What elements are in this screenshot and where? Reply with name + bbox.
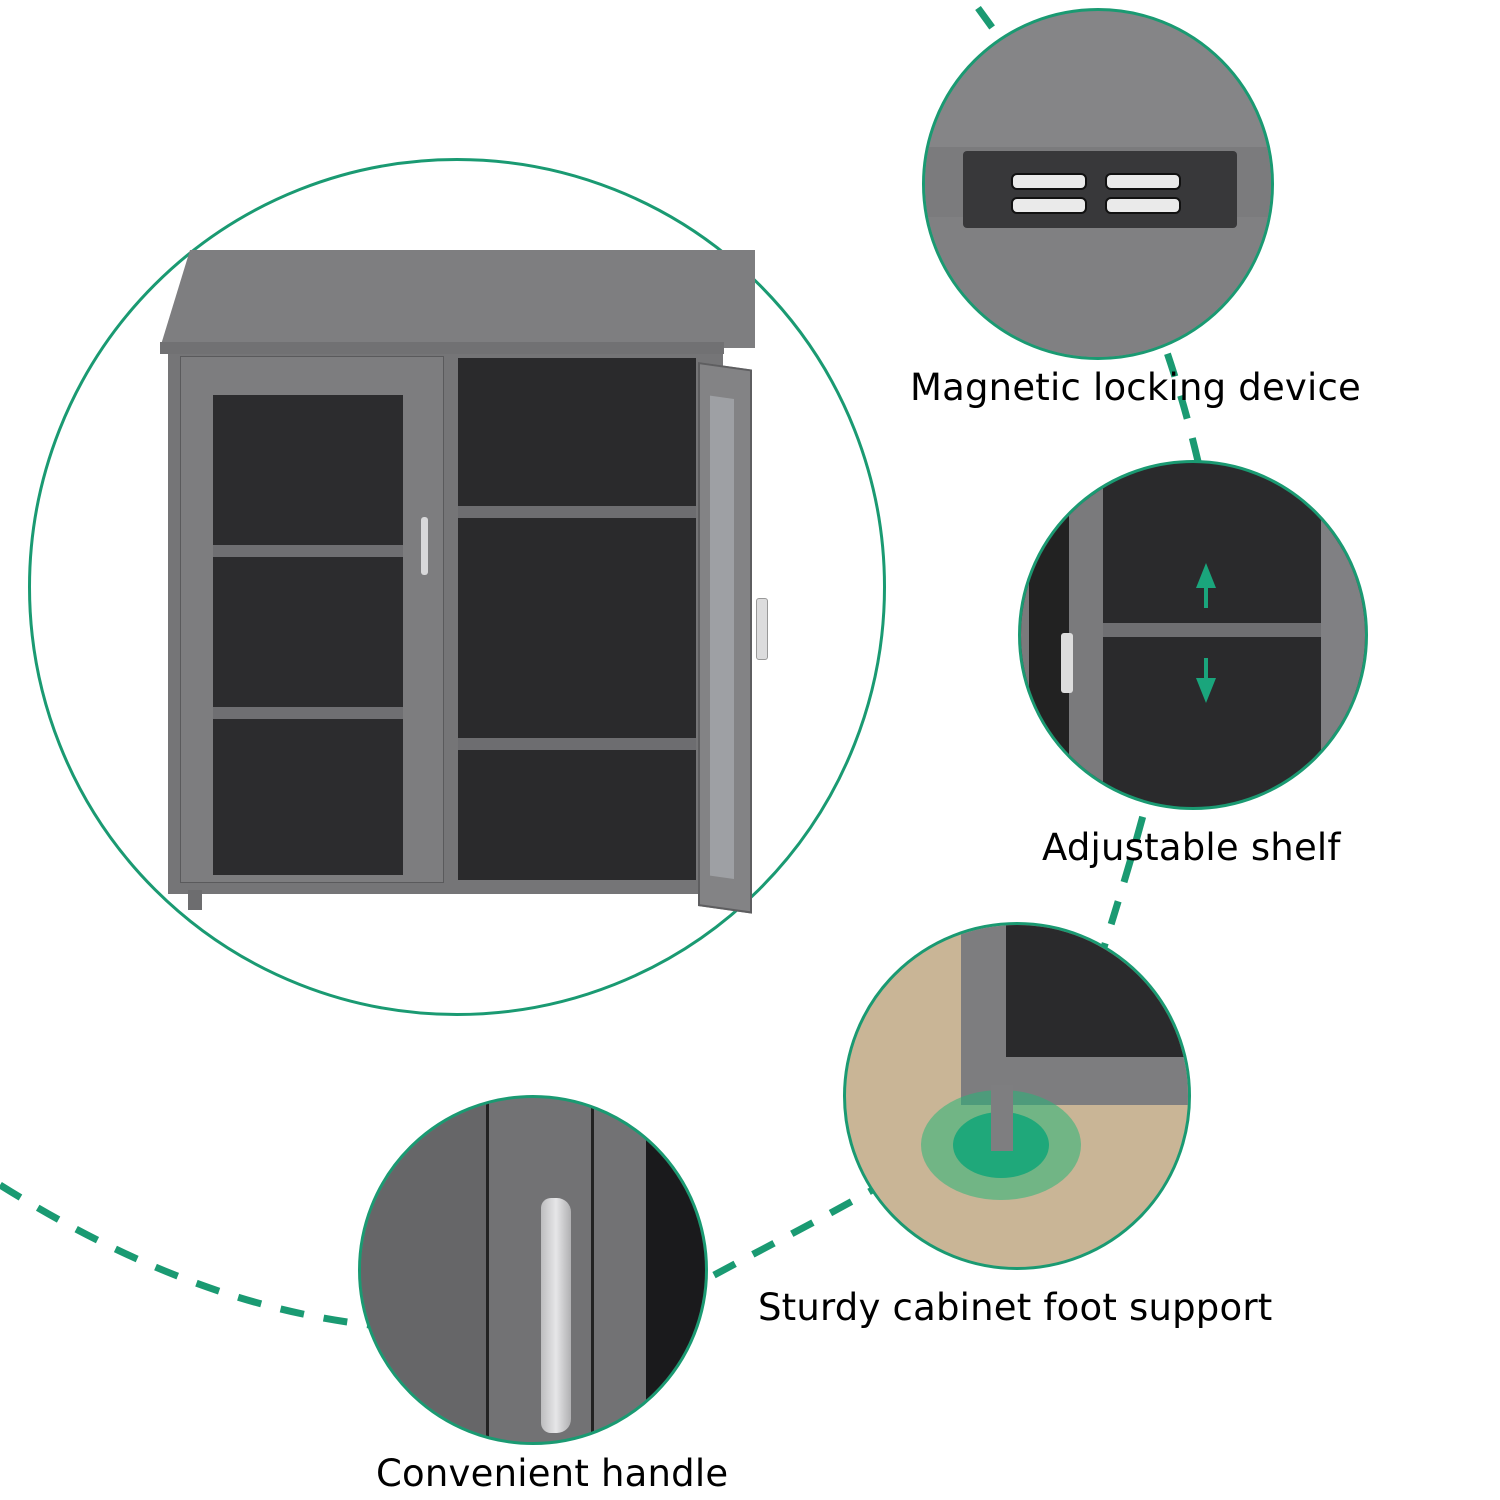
left-door: [180, 356, 444, 883]
caption-adjustable-shelf: Adjustable shelf: [1042, 826, 1341, 869]
adjustable-shelf-board: [1103, 623, 1325, 637]
right-interior: [458, 358, 696, 880]
up-down-arrows-icon: [1196, 563, 1216, 703]
cabinet-foot: [991, 1085, 1013, 1151]
cabinet-top: [160, 250, 755, 348]
right-door-open: [698, 362, 752, 914]
caption-sturdy-cabinet-foot-support: Sturdy cabinet foot support: [758, 1286, 1273, 1329]
main-cabinet-image: [160, 250, 770, 930]
caption-magnetic-locking-device: Magnetic locking device: [910, 366, 1361, 409]
magnet-lock-icon: [963, 151, 1237, 228]
door-handle: [1061, 633, 1073, 693]
feature-circle-adjustable-shelf: [1018, 460, 1368, 810]
left-door-handle: [421, 517, 428, 575]
feature-circle-foot-support: [843, 922, 1191, 1270]
caption-convenient-handle: Convenient handle: [376, 1452, 729, 1495]
feature-circle-handle: [358, 1095, 708, 1445]
feature-circle-magnetic-lock: [922, 8, 1274, 360]
left-door-glass: [213, 395, 403, 875]
right-door-handle: [756, 598, 768, 660]
handle-icon: [541, 1198, 571, 1433]
